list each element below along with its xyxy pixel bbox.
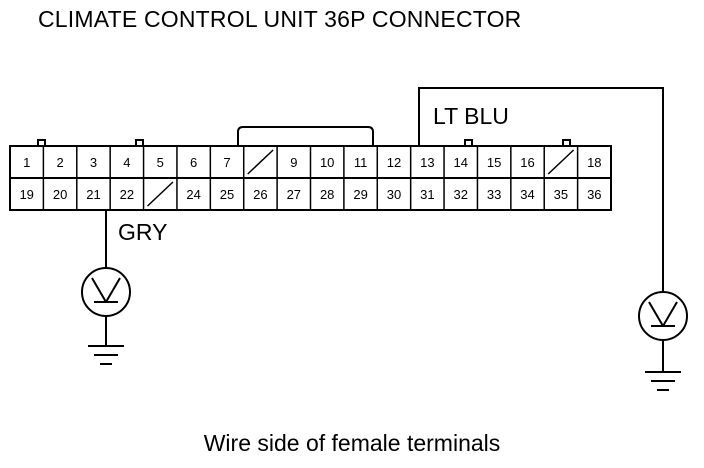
locator-nub [562, 139, 571, 147]
terminal-label: 18 [587, 155, 601, 170]
left-wire-label: GRY [118, 219, 167, 245]
terminal-label: 10 [320, 155, 334, 170]
terminal-label: 26 [253, 187, 267, 202]
ground-icon [88, 345, 124, 365]
bottom-row-cells: 19 20 21 22 24 25 26 27 28 29 30 31 32 33 34 35 36 [19, 178, 602, 210]
terminal-label: 36 [587, 187, 601, 202]
terminal-label: 16 [520, 155, 534, 170]
right-wire [418, 87, 664, 372]
terminal-label: 3 [90, 155, 97, 170]
terminal-label: 34 [520, 187, 534, 202]
terminal-label: 25 [220, 187, 234, 202]
unused-terminal-slash [147, 181, 174, 207]
diagram-title: CLIMATE CONTROL UNIT 36P CONNECTOR [38, 6, 522, 32]
terminal-label: 21 [86, 187, 100, 202]
locator-nub [135, 139, 144, 147]
terminal-label: 22 [120, 187, 134, 202]
terminal-label: 33 [487, 187, 501, 202]
terminal-label: 31 [420, 187, 434, 202]
unused-terminal-slash [247, 149, 274, 175]
terminal-label: 6 [190, 155, 197, 170]
ground-icon [645, 371, 681, 391]
connector-latch [237, 126, 374, 146]
right-wire-line [418, 87, 664, 292]
terminal-label: 28 [320, 187, 334, 202]
terminal-label: 32 [454, 187, 468, 202]
voltmeter-icon [81, 267, 131, 317]
terminal-label: 12 [387, 155, 401, 170]
terminal-label: 30 [387, 187, 401, 202]
terminal-label: 2 [56, 155, 63, 170]
terminal-label: 1 [23, 155, 30, 170]
terminal-label: 13 [420, 155, 434, 170]
locator-nub [464, 139, 473, 147]
terminal-label: 11 [354, 155, 368, 170]
terminal-label: 19 [19, 187, 33, 202]
terminal-label: 35 [554, 187, 568, 202]
terminal-label: 29 [353, 187, 367, 202]
terminal-label: 7 [223, 155, 230, 170]
right-wire-label: LT BLU [433, 103, 509, 129]
terminal-label: 24 [186, 187, 200, 202]
terminal-label: 4 [123, 155, 130, 170]
terminal-label: 9 [290, 155, 297, 170]
voltmeter-icon [638, 291, 688, 341]
diagram-caption: Wire side of female terminals [203, 430, 501, 456]
terminal-label: 20 [53, 187, 67, 202]
terminal-label: 27 [287, 187, 301, 202]
terminal-label: 5 [157, 155, 164, 170]
terminal-label: 15 [487, 155, 501, 170]
unused-terminal-slash [547, 149, 575, 175]
terminal-label: 14 [454, 155, 468, 170]
locator-nub [37, 139, 46, 147]
